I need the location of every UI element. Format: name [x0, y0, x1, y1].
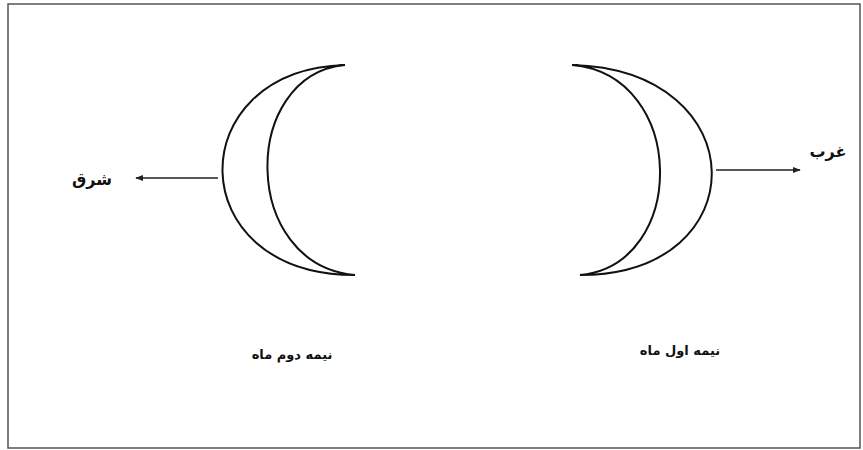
phase-caption: نیمه اول ماه: [640, 343, 720, 359]
west-arrow: [716, 169, 800, 171]
direction-label: غرب: [810, 142, 847, 161]
frame: [8, 4, 860, 448]
direction-label: شرق: [72, 170, 112, 189]
east-arrow: [136, 177, 218, 179]
crescent-first-half: [572, 65, 712, 275]
crescent-second-half: [222, 65, 355, 275]
phase-caption: نیمه دوم ماه: [252, 347, 333, 363]
